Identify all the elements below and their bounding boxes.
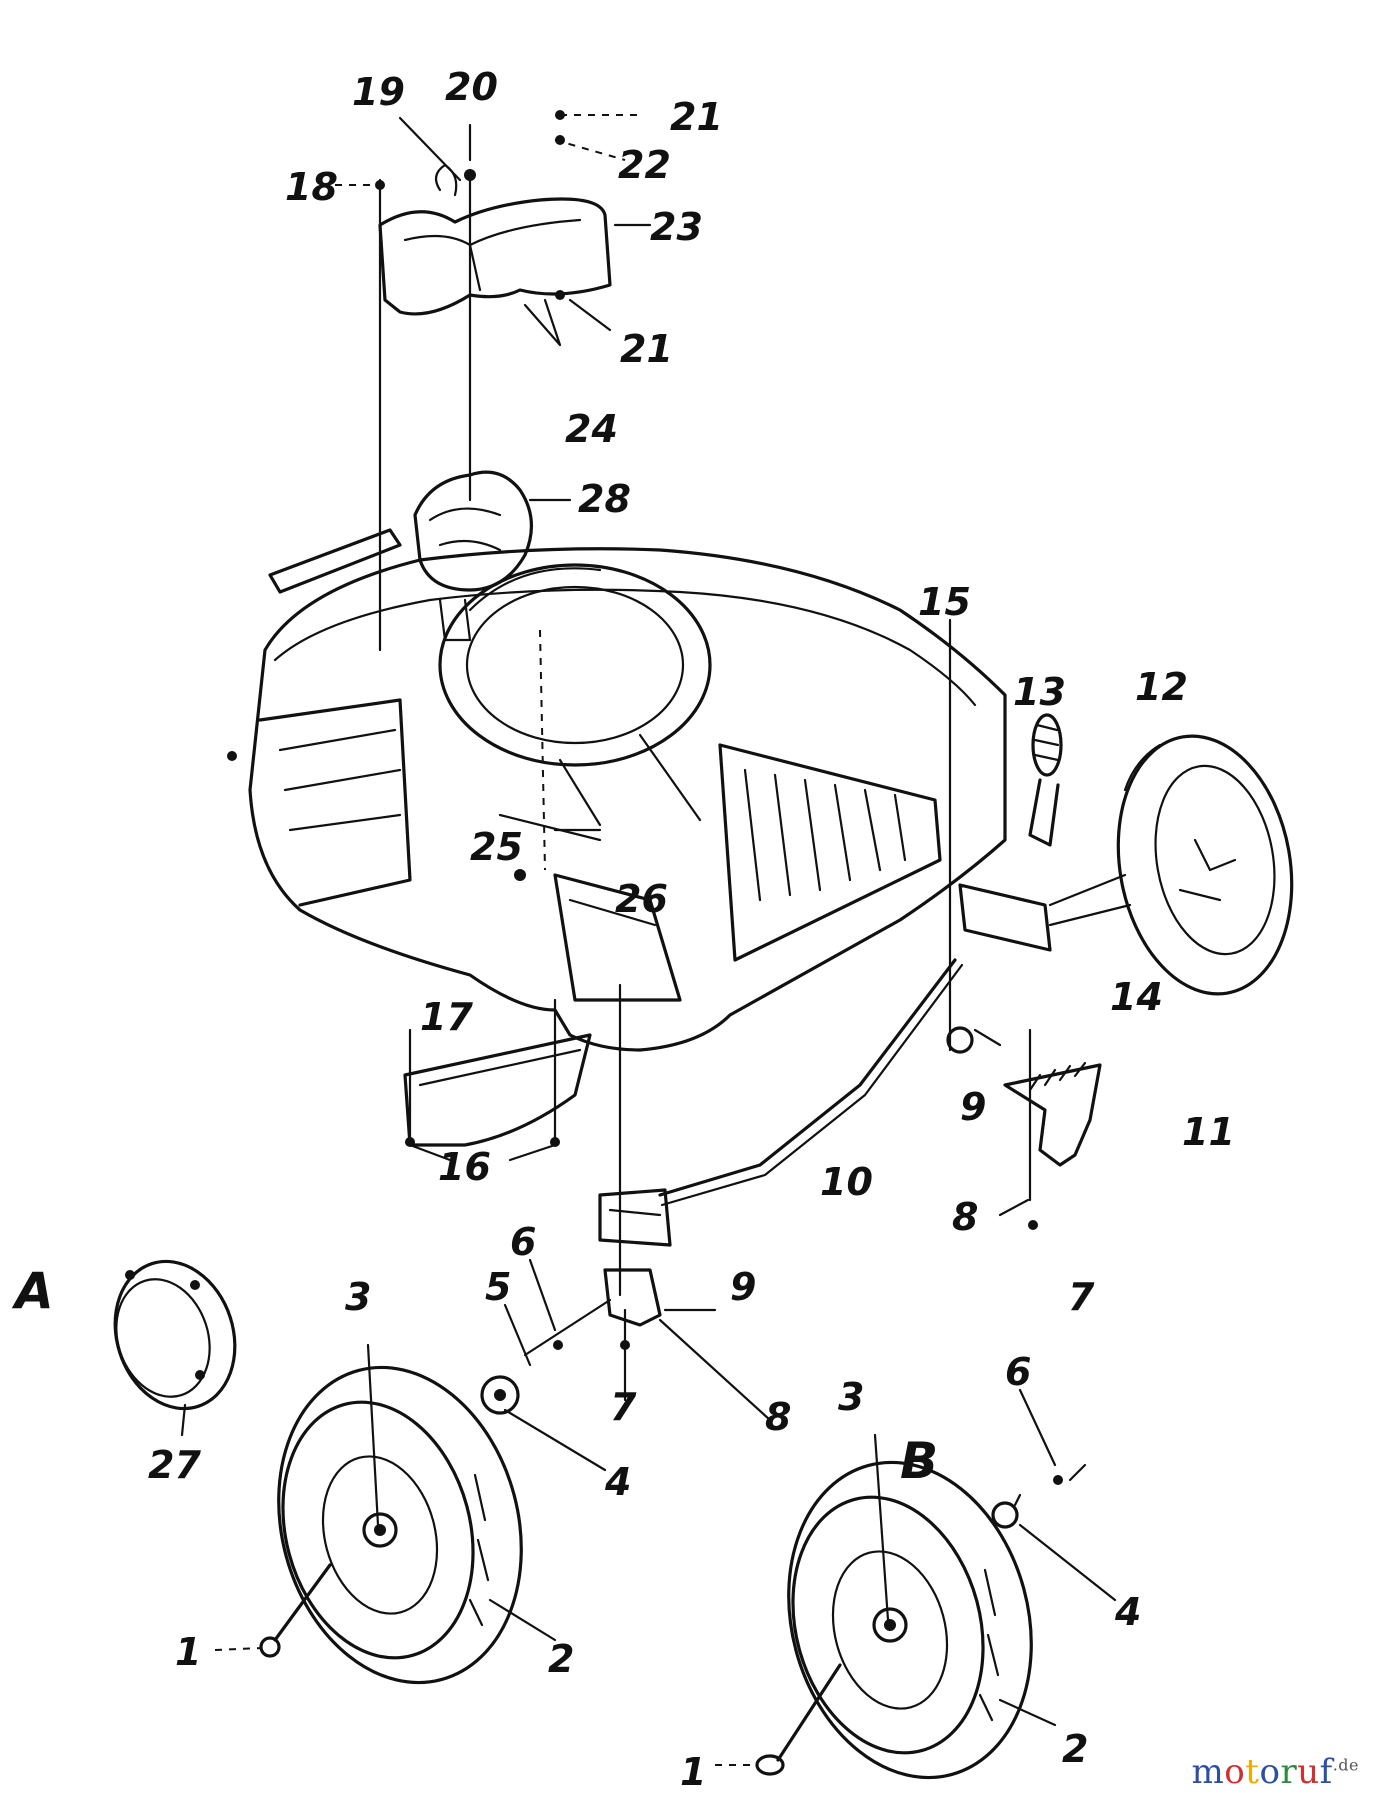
- callout-20: 20: [445, 65, 498, 109]
- callout-4: 4: [604, 1460, 631, 1504]
- callout-14: 14: [1110, 975, 1163, 1019]
- watermark-suffix: .de: [1332, 1755, 1359, 1775]
- hub-cap-part: [113, 1259, 237, 1411]
- callout-13: 13: [1013, 670, 1066, 714]
- callout-16: 16: [438, 1145, 491, 1189]
- callout-17: 17: [420, 995, 473, 1039]
- rear-hub-hardware: [480, 1268, 662, 1415]
- callout-21: 21: [670, 95, 723, 139]
- callout-6: 6: [510, 1220, 536, 1264]
- watermark-letter: m: [1191, 1752, 1225, 1792]
- watermark-letter: o: [1259, 1752, 1281, 1792]
- variant-label-a: A: [11, 1262, 54, 1320]
- watermark-letter: u: [1297, 1752, 1320, 1792]
- axle-rod-part: [658, 958, 964, 1207]
- callout-1: 1: [175, 1630, 201, 1674]
- callout-10: 10: [820, 1160, 873, 1204]
- nut-part: [946, 1026, 1002, 1054]
- callout-27: 27: [148, 1443, 201, 1487]
- callout-24: 24: [565, 407, 618, 451]
- callout-11: 11: [1182, 1110, 1235, 1154]
- pivot-bracket-part: [958, 883, 1052, 952]
- callout-3: 3: [345, 1275, 371, 1319]
- callout-23: 23: [650, 205, 703, 249]
- callout-4: 4: [1114, 1590, 1141, 1634]
- callout-25: 25: [470, 825, 523, 869]
- callout-2: 2: [548, 1637, 574, 1681]
- callout-1: 1: [680, 1750, 706, 1794]
- watermark-logo: motoruf.de: [1192, 1752, 1359, 1792]
- callout-19: 19: [352, 70, 405, 114]
- callout-12: 12: [1135, 665, 1188, 709]
- callout-2: 2: [1062, 1727, 1088, 1771]
- watermark-letter: f: [1319, 1752, 1333, 1792]
- callout-28: 28: [578, 477, 631, 521]
- callout-labels: 1 1 2 2 3 3 4 4 5 6 6 7 7 8 8 9 9 10 11 …: [11, 65, 1235, 1794]
- nut-b-part: [991, 1493, 1117, 1602]
- callout-5: 5: [485, 1265, 511, 1309]
- callout-15: 15: [918, 580, 971, 624]
- callout-3: 3: [838, 1375, 864, 1419]
- axle-bracket-part: [598, 1188, 672, 1247]
- rear-deflector-part: [403, 1033, 592, 1147]
- deck-vent-grille: [718, 743, 942, 962]
- watermark-letter: t: [1245, 1752, 1260, 1792]
- front-wheel-part: [1116, 734, 1294, 996]
- rear-wheel-a-part: [277, 1365, 523, 1685]
- height-lever-part: [1003, 1061, 1102, 1167]
- mower-deck-housing: [248, 547, 1007, 1052]
- engine-assembly: [268, 470, 572, 642]
- callout-21: 21: [620, 327, 673, 371]
- callout-7: 7: [1068, 1275, 1095, 1319]
- callout-9: 9: [730, 1265, 756, 1309]
- callout-22: 22: [618, 143, 671, 187]
- callout-6: 6: [1005, 1350, 1031, 1394]
- rear-wheel-b-part: [787, 1460, 1033, 1780]
- callout-9: 9: [960, 1085, 986, 1129]
- watermark-letter: r: [1280, 1752, 1298, 1792]
- callout-18: 18: [285, 165, 338, 209]
- height-spring-part: [1028, 713, 1063, 847]
- handle-cover-part: [378, 163, 612, 316]
- callout-8: 8: [952, 1195, 978, 1239]
- variant-label-b: B: [900, 1432, 938, 1490]
- callout-8: 8: [765, 1395, 791, 1439]
- callout-7: 7: [610, 1385, 637, 1429]
- watermark-letter: o: [1224, 1752, 1246, 1792]
- callout-26: 26: [615, 877, 668, 921]
